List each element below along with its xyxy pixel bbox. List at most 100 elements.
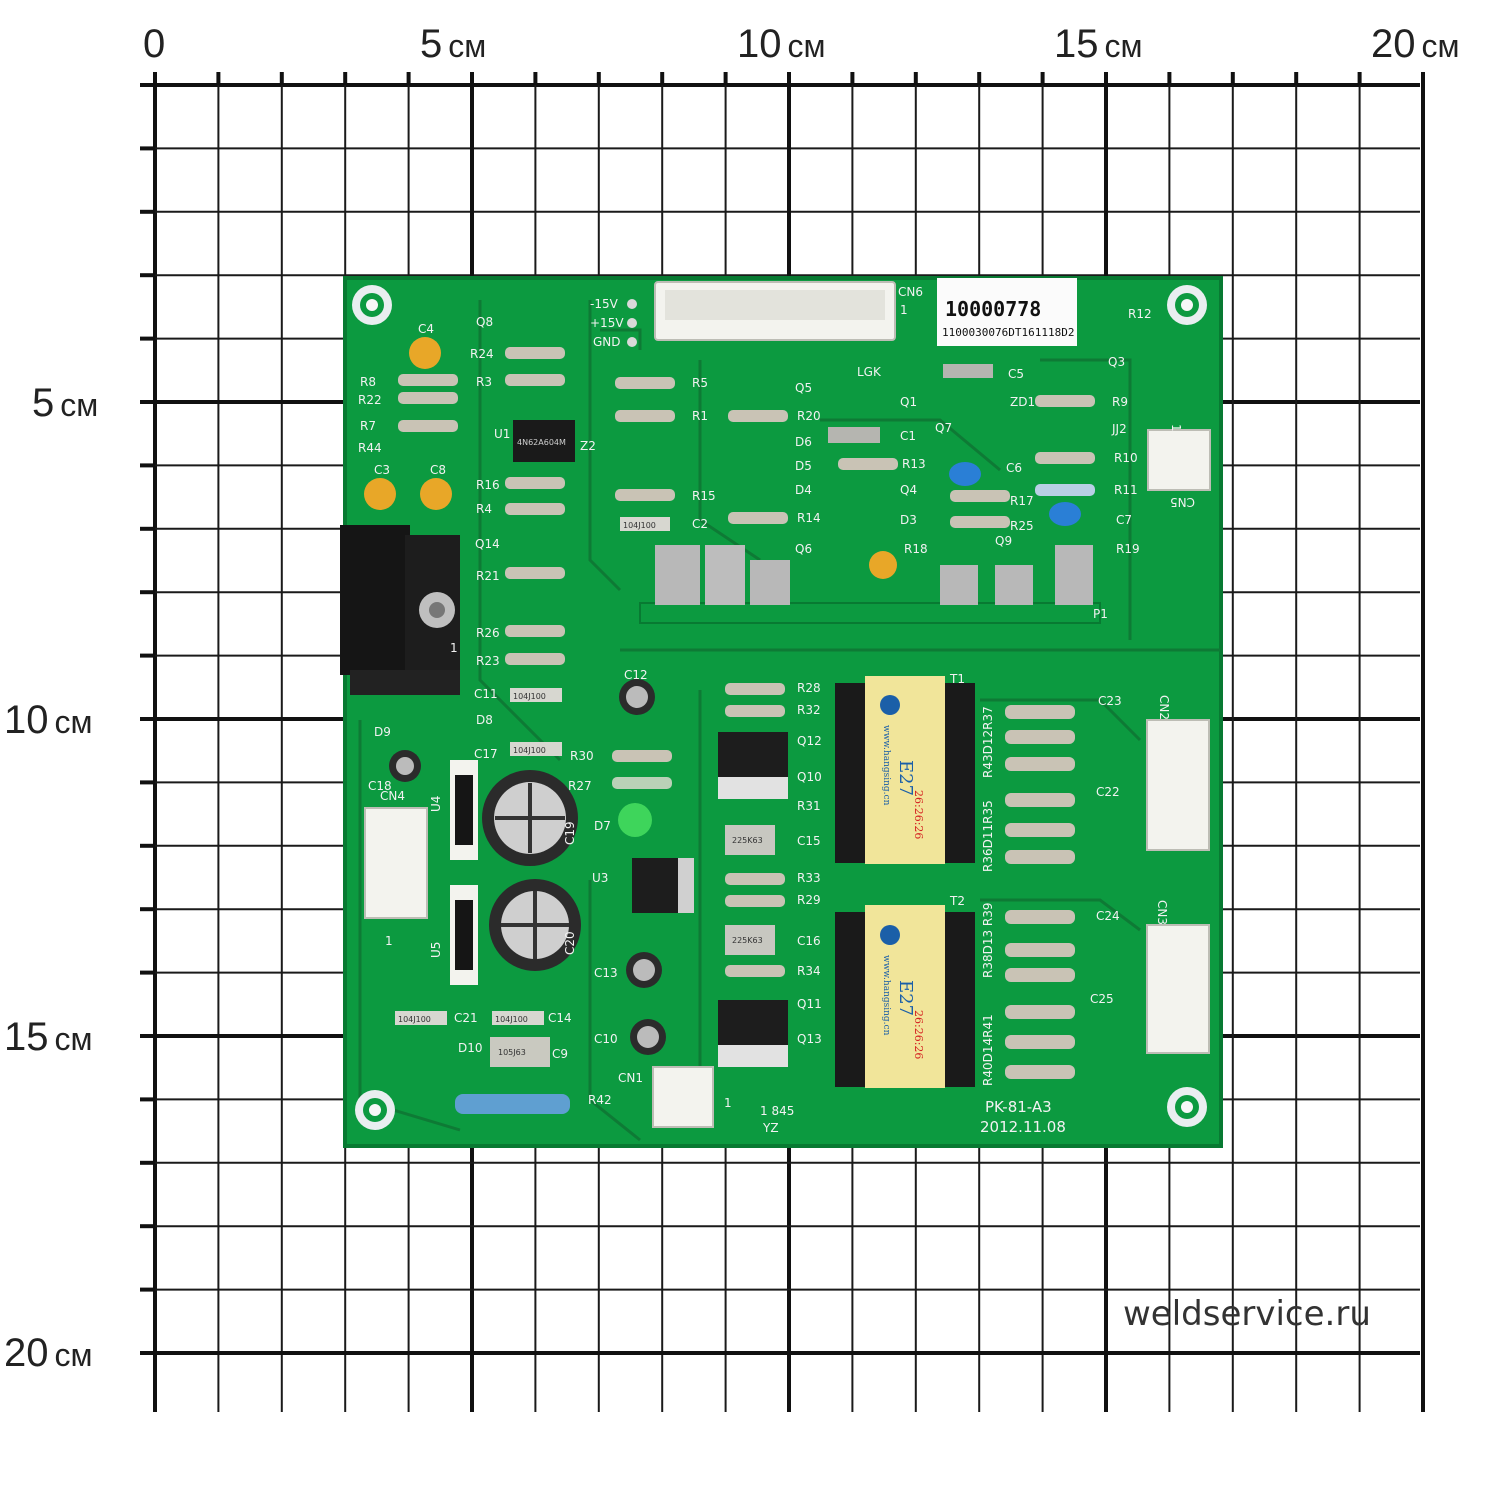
label-cn1: CN1 <box>618 1071 643 1085</box>
label-c10: C10 <box>594 1032 618 1046</box>
label-q10: Q10 <box>797 770 822 784</box>
label-c20: C20 <box>563 931 577 955</box>
label-c3: C3 <box>374 463 390 477</box>
label-c4: C4 <box>418 322 434 336</box>
label-u1: U1 <box>494 427 510 441</box>
capacitor-c18 <box>389 750 421 782</box>
mounting-hole-top-right <box>1167 285 1207 325</box>
label-q9: Q9 <box>995 534 1012 548</box>
ic-u1-marking: 4N62A604M <box>517 438 566 447</box>
label-r3: R3 <box>476 375 492 389</box>
label-cn6: CN6 <box>898 285 923 299</box>
capacitor-c19 <box>482 770 578 866</box>
label-r10: R10 <box>1114 451 1138 465</box>
label-z2: Z2 <box>580 439 596 453</box>
sticker-number: 10000778 <box>945 297 1041 321</box>
label-q14: Q14 <box>475 537 500 551</box>
label-r5: R5 <box>692 376 708 390</box>
label-q8: Q8 <box>476 315 493 329</box>
left-axis-unit: см <box>55 1337 93 1373</box>
box-cap-c15-label: 225K63 <box>732 836 763 845</box>
label-c6: C6 <box>1006 461 1022 475</box>
top-axis-number: 5 <box>420 22 442 66</box>
label-r33: R33 <box>797 871 821 885</box>
label-c9: C9 <box>552 1047 568 1061</box>
label-cn3: CN3 <box>1155 900 1169 925</box>
left-axis-number: 5 <box>32 381 54 425</box>
left-axis-unit: см <box>55 1021 93 1057</box>
label-u5: U5 <box>429 942 443 958</box>
capacitor-c4 <box>409 337 441 369</box>
label-r7: R7 <box>360 419 376 433</box>
pcb-board: CN6 1 -15V +15V GND 10000778 1100030076D… <box>340 276 1223 1148</box>
label-c17: C17 <box>474 747 498 761</box>
label-r30: R30 <box>570 749 594 763</box>
box-cap-c16-label: 225K63 <box>732 936 763 945</box>
top-axis-unit: см <box>1105 28 1143 64</box>
label-c24: C24 <box>1096 909 1120 923</box>
capacitor-c7 <box>1049 502 1081 526</box>
connector-cn6: CN6 1 <box>654 281 923 341</box>
capacitor-c8 <box>420 478 452 510</box>
label-cn5: CN5 <box>1170 495 1195 509</box>
left-axis-number: 15 <box>4 1015 49 1059</box>
label-d5: D5 <box>795 459 812 473</box>
label-r16: R16 <box>476 478 500 492</box>
label-d3: D3 <box>900 513 917 527</box>
label-r29: R29 <box>797 893 821 907</box>
label-r28: R28 <box>797 681 821 695</box>
label-q7: Q7 <box>935 421 952 435</box>
film-capacitors: 104J100 104J100 104J100 104J100 104J100 … <box>395 364 993 1067</box>
left-axis-unit: см <box>55 704 93 740</box>
top-axis-unit: см <box>788 28 826 64</box>
label-minus-15v: -15V <box>590 297 619 311</box>
capacitor-c10 <box>630 1019 666 1055</box>
label-c23: C23 <box>1098 694 1122 708</box>
label-c16: C16 <box>797 934 821 948</box>
label-d6: D6 <box>795 435 812 449</box>
label-r44: R44 <box>358 441 382 455</box>
label-d7: D7 <box>594 819 611 833</box>
label-c7: C7 <box>1116 513 1132 527</box>
label-cn6-pin: 1 <box>900 303 908 317</box>
label-u4: U4 <box>429 796 443 812</box>
led-d7 <box>618 803 652 837</box>
film-cap-c14-label: 104J100 <box>495 1015 528 1024</box>
label-r24: R24 <box>470 347 494 361</box>
board-code-small: 1 845 <box>760 1104 794 1118</box>
label-c5: C5 <box>1008 367 1024 381</box>
transformer-t1: E27 www.hangsing.cn 26:26:26 <box>835 676 975 864</box>
label-c11: C11 <box>474 687 498 701</box>
label-r11: R11 <box>1114 483 1138 497</box>
label-c14: C14 <box>548 1011 572 1025</box>
capacitor-c3 <box>364 478 396 510</box>
mounting-hole-bottom-right <box>1167 1087 1207 1127</box>
label-cn4: CN4 <box>380 789 405 803</box>
label-r25: R25 <box>1010 519 1034 533</box>
mounting-hole-bottom-left <box>355 1090 395 1130</box>
label-q5: Q5 <box>795 381 812 395</box>
resistor-row-right <box>950 395 1095 1079</box>
film-cap-c9-label: 105J63 <box>498 1048 526 1057</box>
capacitor-c13 <box>626 952 662 988</box>
label-pin1: 1 <box>724 1096 732 1110</box>
mounting-hole-top-left <box>352 285 392 325</box>
label-r22: R22 <box>358 393 382 407</box>
label-c8: C8 <box>430 463 446 477</box>
film-cap-c17-label: 104J100 <box>513 746 546 755</box>
top-axis-label: 0 <box>143 22 165 66</box>
label-q1: Q1 <box>900 395 917 409</box>
label-c15: C15 <box>797 834 821 848</box>
connector-cn1 <box>652 1066 714 1128</box>
sticker-serial: 1100030076DT161118D2 <box>942 326 1074 339</box>
label-t1_col_b: R36D11R35 <box>981 800 995 872</box>
connector-cn5 <box>1147 429 1211 491</box>
top-axis-number: 10 <box>737 22 782 66</box>
